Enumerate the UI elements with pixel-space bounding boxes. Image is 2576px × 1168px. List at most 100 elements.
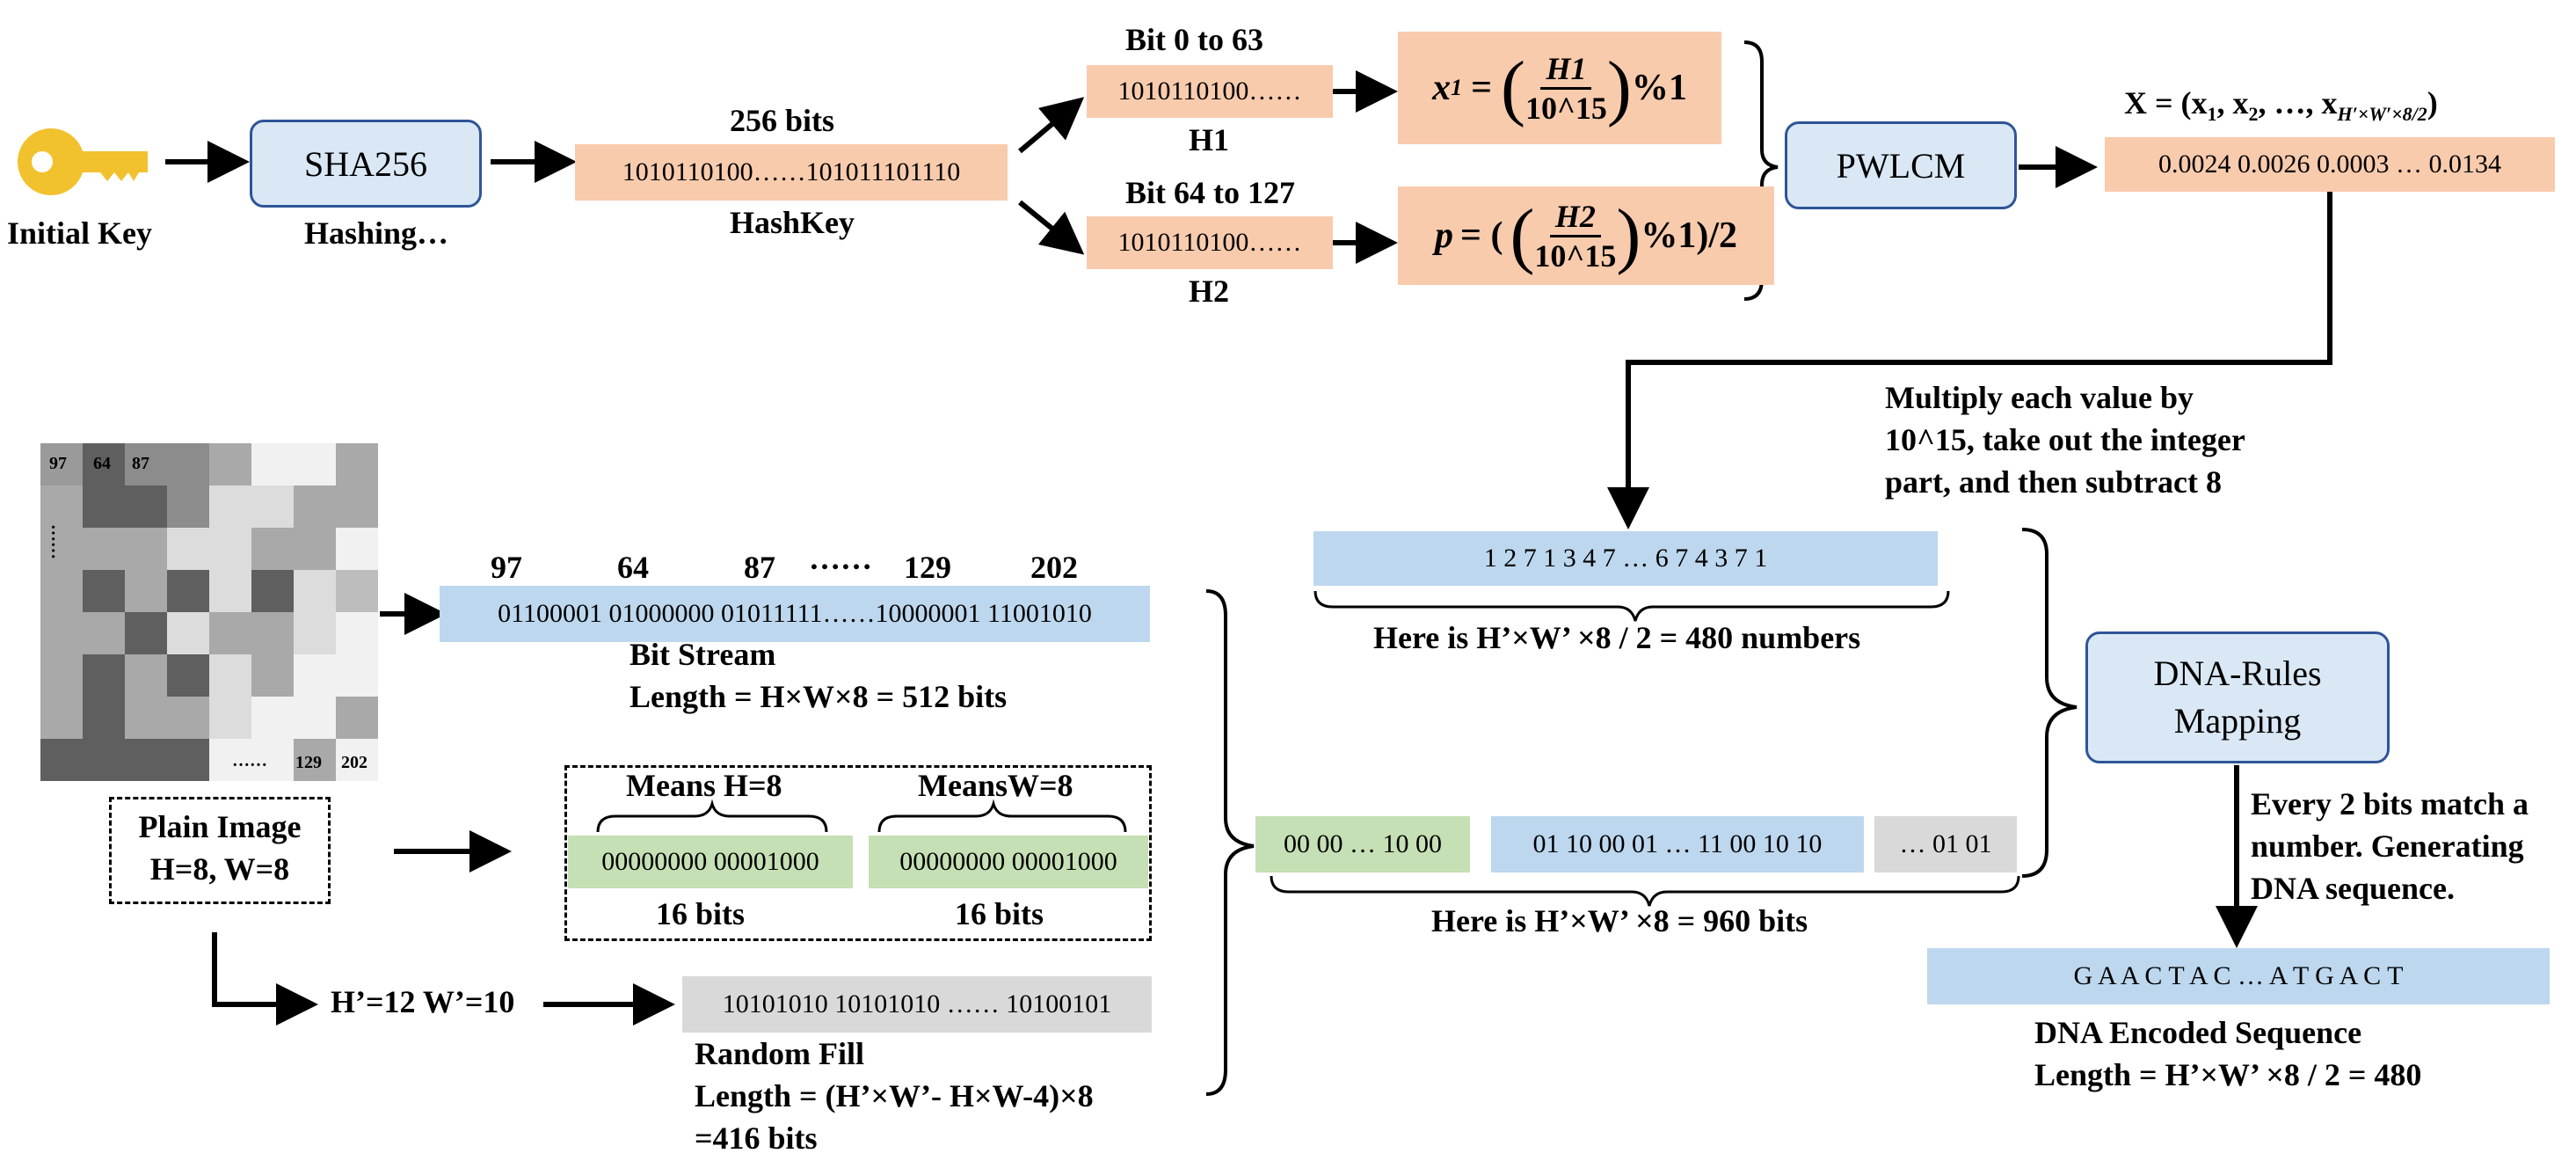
image-pixel xyxy=(83,654,125,697)
image-pixel xyxy=(251,739,294,781)
image-pixel xyxy=(83,485,125,528)
random-fill-caption: Random Fill Length = (H’×W’- H×W-4)×8 =4… xyxy=(695,1036,1094,1156)
image-pixel xyxy=(167,739,209,781)
image-pixel xyxy=(125,443,167,485)
hashkey-label: HashKey xyxy=(730,205,855,240)
image-pixel xyxy=(209,528,251,570)
image-pixel xyxy=(40,485,83,528)
bs-val-64: 64 xyxy=(617,550,649,585)
bs-val-202: 202 xyxy=(1030,550,1078,585)
image-pixel xyxy=(40,612,83,654)
image-pixel xyxy=(209,443,251,485)
image-pixel xyxy=(209,570,251,612)
image-pixel xyxy=(336,443,378,485)
image-pixel xyxy=(336,654,378,697)
dna-sequence-box: G A A C T A C … A T G A C T xyxy=(1927,948,2550,1004)
image-pixel xyxy=(125,528,167,570)
image-pixel xyxy=(209,612,251,654)
dna-rules-line1: DNA-Rules xyxy=(2153,653,2322,693)
bs-val-97: 97 xyxy=(491,550,522,585)
means-h-label: Means H=8 xyxy=(626,768,782,803)
pixel-label-202: 202 xyxy=(341,753,367,772)
image-pixel xyxy=(294,528,336,570)
sha256-box: SHA256 xyxy=(250,120,482,208)
combined-seg2: 01 10 00 01 … 11 00 10 10 xyxy=(1491,816,1864,872)
combined-caption: Here is H’×W’ ×8 = 960 bits xyxy=(1431,903,1808,938)
brace-formulas xyxy=(1743,40,1779,301)
hw-prime-label: H’=12 W’=10 xyxy=(331,984,515,1019)
image-pixel xyxy=(167,528,209,570)
image-pixel xyxy=(336,570,378,612)
combined-seg3-value: … 01 01 xyxy=(1899,829,1992,858)
dna-sequence-caption: DNA Encoded Sequence Length = H’×W’ ×8 /… xyxy=(2034,1015,2422,1092)
arrow-hashkey-to-h1 xyxy=(1018,97,1085,154)
image-pixel xyxy=(251,528,294,570)
image-pixel xyxy=(336,485,378,528)
image-pixel xyxy=(294,570,336,612)
pixel-label-129: 129 xyxy=(295,753,322,772)
arrow-x-to-ints xyxy=(1607,192,2332,529)
means-w-value: 00000000 00001000 xyxy=(899,847,1117,876)
h2-range-label: Bit 64 to 127 xyxy=(1125,175,1295,210)
key-icon xyxy=(18,128,148,195)
image-pixel xyxy=(40,739,83,781)
plain-image-caption: Plain Image H=8, W=8 xyxy=(138,809,302,887)
dna-sequence-value: G A A C T A C … A T G A C T xyxy=(2073,961,2404,990)
image-pixel xyxy=(125,485,167,528)
bitstream-box: 01100001 01000000 01011111……10000001 110… xyxy=(440,586,1150,642)
image-pixel xyxy=(83,697,125,739)
combined-seg1-value: 00 00 … 10 00 xyxy=(1284,829,1442,858)
random-fill-value: 10101010 10101010 …… 10100101 xyxy=(722,989,1112,1018)
h2-value: 1010110100…… xyxy=(1117,228,1302,257)
hashkey-bits-label: 256 bits xyxy=(730,103,835,138)
dna-note: Every 2 bits match a number. Generating … xyxy=(2251,786,2529,906)
x-sequence-value: 0.0024 0.0026 0.0003 … 0.0134 xyxy=(2158,150,2501,179)
bs-val-129: 129 xyxy=(904,550,951,585)
image-pixel xyxy=(83,612,125,654)
hashkey-value: 1010110100……101011101110 xyxy=(622,157,961,186)
hashing-label: Hashing… xyxy=(304,215,449,251)
initial-key-label: Initial Key xyxy=(7,215,153,251)
image-pixel xyxy=(125,612,167,654)
bs-val-dots: …… xyxy=(809,541,872,576)
pixel-label-87: 87 xyxy=(132,454,149,473)
brace-means-w xyxy=(877,799,1127,833)
means-box xyxy=(564,765,1152,941)
sha256-label: SHA256 xyxy=(303,143,428,184)
image-pixel xyxy=(251,570,294,612)
h1-box: 1010110100…… xyxy=(1087,65,1333,118)
image-pixel xyxy=(294,443,336,485)
image-pixel xyxy=(167,654,209,697)
plain-image-grid xyxy=(40,443,378,781)
brace-ints xyxy=(1313,590,1950,622)
image-pixel xyxy=(294,654,336,697)
image-pixel xyxy=(83,528,125,570)
arrow-image-to-hw xyxy=(212,932,318,1026)
image-pixel xyxy=(294,612,336,654)
random-fill-box: 10101010 10101010 …… 10100101 xyxy=(682,976,1152,1033)
plain-image-caption-box xyxy=(109,797,331,904)
image-pixel xyxy=(40,654,83,697)
combined-seg3: … 01 01 xyxy=(1874,816,2017,872)
bitstream-caption: Bit Stream Length = H×W×8 = 512 bits xyxy=(629,637,1008,714)
x-sequence-title: X = (x1, x2, …, xH′×W′×8/2) xyxy=(2124,85,2438,126)
pixel-label-97: 97 xyxy=(49,454,67,473)
image-pixel xyxy=(251,485,294,528)
image-pixel xyxy=(125,697,167,739)
image-pixel xyxy=(167,612,209,654)
image-pixel xyxy=(125,570,167,612)
pixel-dots-bottom: …… xyxy=(232,751,267,770)
brace-inputs xyxy=(1205,589,1255,1096)
brace-combined xyxy=(1270,875,2020,907)
means-h-bits: 16 bits xyxy=(656,896,746,931)
pixel-label-64: 64 xyxy=(93,454,111,473)
bitstream-value: 01100001 01000000 01011111……10000001 110… xyxy=(498,599,1092,628)
image-pixel xyxy=(167,697,209,739)
image-pixel xyxy=(40,570,83,612)
pixel-dots-vertical: …… xyxy=(47,524,67,559)
int-sequence-value: 1 2 7 1 3 4 7 … 6 7 4 3 7 1 xyxy=(1483,544,1768,573)
image-pixel xyxy=(209,739,251,781)
